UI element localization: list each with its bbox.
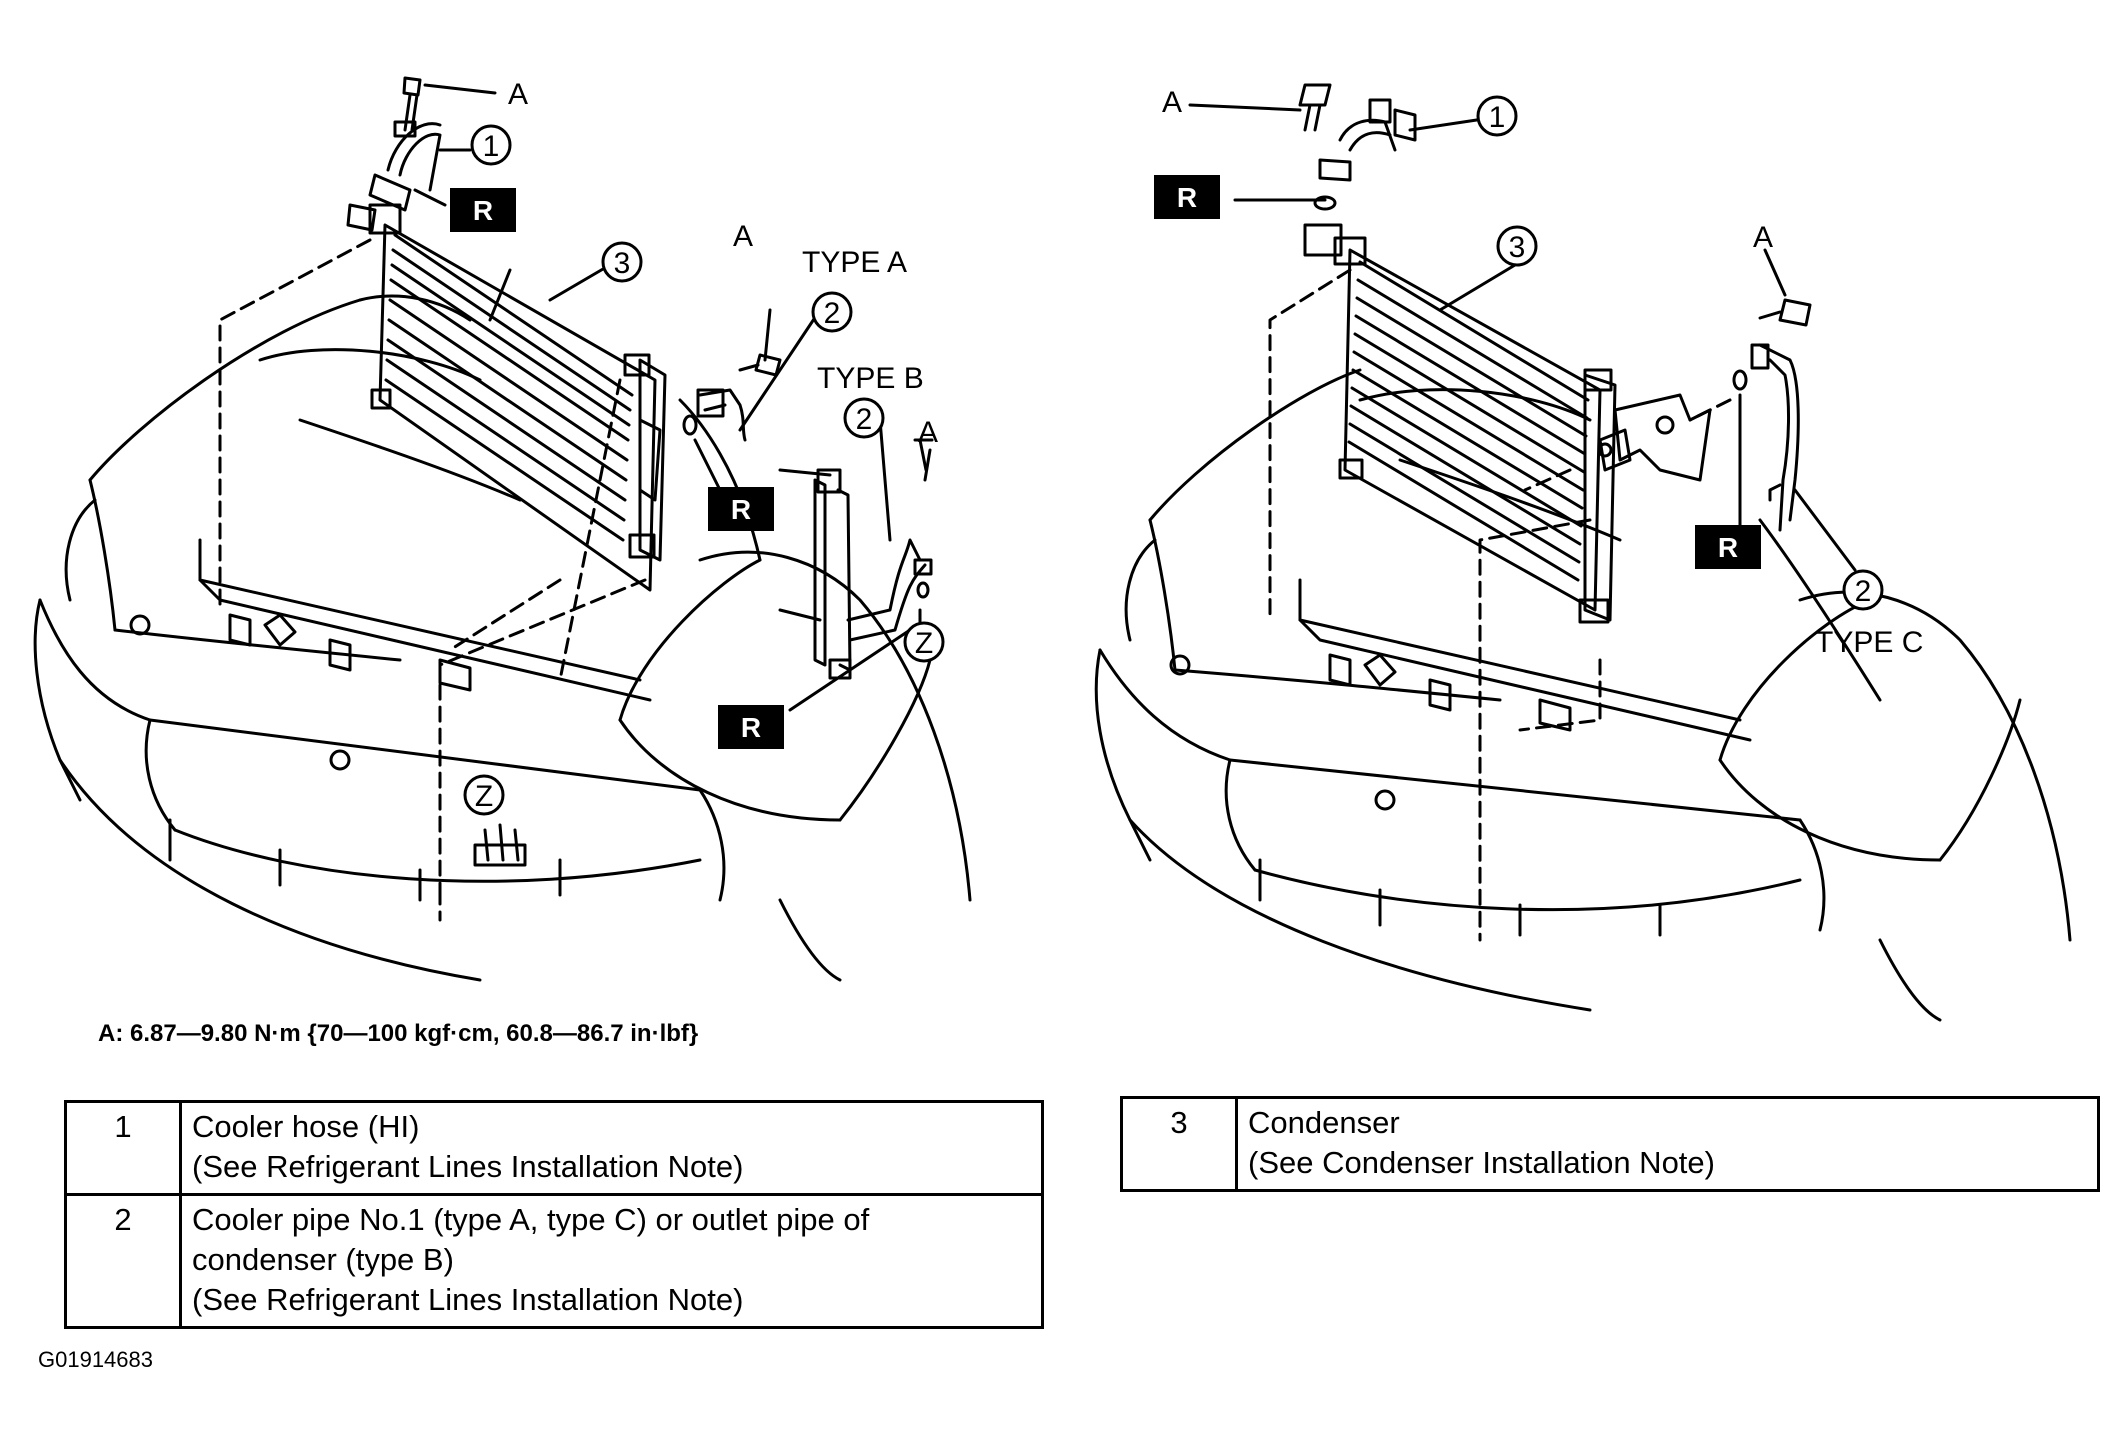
callout-2b-left: 2 [856,403,873,436]
callout-2-right: 2 [1855,575,1872,608]
torque-specification: A: 6.87—9.80 N·m {70—100 kgf·cm, 60.8—86… [98,1020,699,1047]
part-description: Cooler pipe No.1 (type A, type C) or out… [179,1193,1044,1329]
r-badge-type-c [1695,525,1761,569]
parts-table-right: 3 Condenser (See Condenser Installation … [1120,1096,2100,1192]
callout-3-right: 3 [1509,231,1526,264]
bolt-a-label-type-a: A [733,220,753,253]
part-number: 3 [1120,1096,1238,1192]
callout-z-left: Z [915,627,933,660]
part-number: 1 [64,1100,182,1196]
callout-3-left: 3 [614,247,631,280]
callout-circle-2a-left [811,291,853,333]
type-b-label: TYPE B [817,362,924,395]
left-vehicle-outline [33,294,972,982]
callout-circle-1-left [470,124,512,166]
bolt-a-label-type-c: A [1753,221,1773,254]
right-cooler-hose [1298,83,1417,211]
left-z-connector [473,823,527,867]
r-text-type-c: R [1718,532,1738,563]
bolt-a-label-top-right: A [1162,86,1182,119]
description-line: (See Condenser Installation Note) [1248,1145,1715,1180]
callout-1-right: 1 [1489,101,1506,134]
callout-circle-2b-left [843,397,885,439]
r-text-type-a: R [731,494,751,525]
type-c-label: TYPE C [1815,626,1923,659]
r-text-type-b: R [741,712,761,743]
r-text-hose-right: R [1177,182,1197,213]
callout-circle-3-right [1496,225,1538,267]
table-row: 3 Condenser (See Condenser Installation … [1120,1096,2100,1192]
callout-circle-z-bottom [463,774,505,816]
left-alignment-lines [218,238,647,922]
right-vehicle-outline [1094,368,2072,1022]
description-line: (See Refrigerant Lines Installation Note… [192,1149,744,1184]
callout-z-bottom: Z [475,780,493,813]
callout-circle-3-left [601,241,643,283]
right-condenser [1303,223,1712,624]
part-number: 2 [64,1193,182,1329]
callout-layer [463,95,1884,816]
type-c-pipe [1732,298,1812,532]
r-badge-hose-left [450,188,516,232]
bolt-a-label-type-b: A [918,416,938,449]
left-leader-lines [413,83,932,712]
description-line: condenser (type B) [192,1242,454,1277]
table-row: 2 Cooler pipe No.1 (type A, type C) or o… [64,1193,1044,1329]
right-leader-lines [1188,103,1857,572]
table-row: 1 Cooler hose (HI) (See Refrigerant Line… [64,1100,1044,1196]
parts-table-left: 1 Cooler hose (HI) (See Refrigerant Line… [64,1100,1044,1329]
replace-badge-text: R R R R R [473,182,1738,743]
part-description: Condenser (See Condenser Installation No… [1235,1096,2100,1192]
bolt-a-label-top-left: A [508,78,528,111]
left-condenser [368,203,667,592]
r-badge-type-b [718,705,784,749]
description-line: (See Refrigerant Lines Installation Note… [192,1282,744,1317]
r-text-hose-left: R [473,195,493,226]
part-description: Cooler hose (HI) (See Refrigerant Lines … [179,1100,1044,1196]
figure-id: G01914683 [38,1347,153,1372]
left-cooler-hose [346,76,442,232]
label-text-layer: A A TYPE A TYPE B A A A TYPE C [508,78,1923,659]
description-line: Condenser [1248,1105,1400,1140]
callout-circle-z-left [903,621,945,663]
right-alignment-lines [1268,268,1732,942]
replace-badges [450,175,1761,749]
callout-1-left: 1 [483,130,500,163]
type-a-pipe [682,353,782,442]
callout-circle-1-right [1476,95,1518,137]
description-line: Cooler pipe No.1 (type A, type C) or out… [192,1202,870,1237]
description-line: Cooler hose (HI) [192,1109,420,1144]
type-a-label: TYPE A [802,246,907,279]
callout-text-layer: 1 3 2 2 Z Z 1 3 2 [475,101,1872,813]
r-badge-type-a [708,487,774,531]
r-badge-hose-right [1154,175,1220,219]
callout-2a-left: 2 [824,297,841,330]
callout-circle-2-right [1842,569,1884,611]
